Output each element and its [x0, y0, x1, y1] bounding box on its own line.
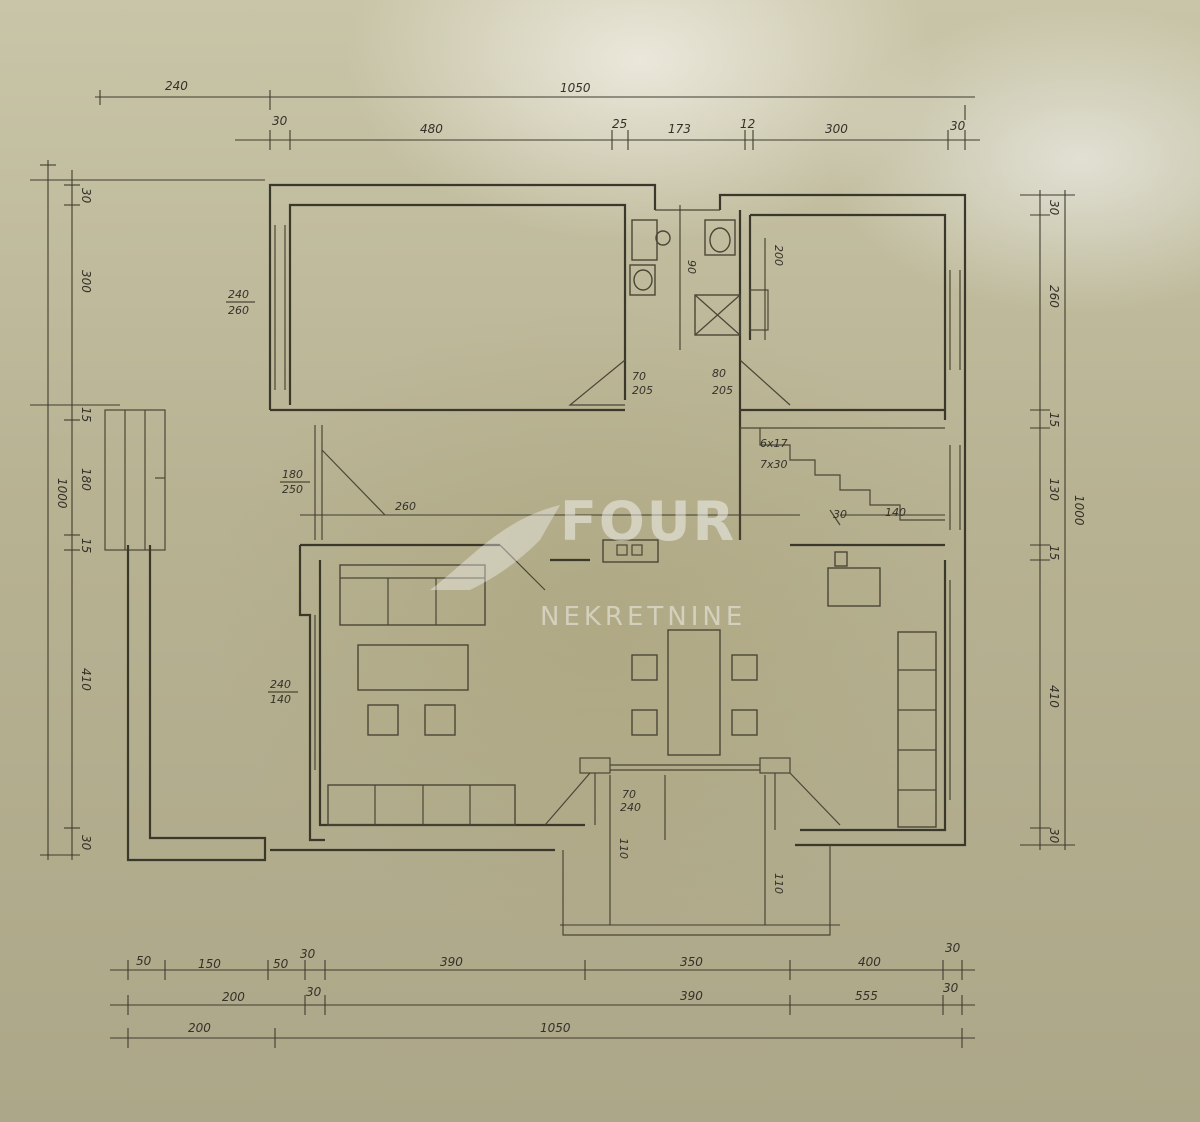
dim-bot-30b: 30: [945, 941, 961, 955]
dim-right-410: 410: [1047, 685, 1061, 708]
top-dimension-labels: 240 1050 30 480 25 173 12 300 30: [165, 79, 966, 136]
dim-top-30a: 30: [272, 114, 288, 128]
door-entry-w: 70: [622, 788, 636, 801]
dim-stair-30: 30: [833, 508, 847, 521]
door-entry-h: 240: [620, 801, 641, 814]
dim-bot-200b: 200: [188, 1021, 211, 1035]
dim-top-25: 25: [612, 117, 627, 131]
watermark: FOUR NEKRETNINE: [430, 490, 746, 632]
stairs-count: 6x17: [760, 437, 788, 450]
dim-right-130: 130: [1047, 478, 1061, 501]
dim-left-15a: 15: [79, 407, 93, 422]
dim-bot-390b: 390: [680, 989, 703, 1003]
dim-hall-260: 260: [395, 500, 416, 513]
dim-top-30b: 30: [950, 119, 966, 133]
living-label-h: 140: [270, 693, 291, 706]
bathroom-fixtures: [629, 219, 769, 336]
dim-top-1050: 1050: [560, 81, 591, 95]
dim-left-300: 300: [79, 270, 93, 293]
dim-bot-150: 150: [198, 957, 221, 971]
dim-bot-400: 400: [858, 955, 881, 969]
watermark-brand: FOUR: [560, 490, 736, 553]
dim-bot-50b: 50: [273, 957, 289, 971]
hall-partition: [314, 425, 386, 540]
dim-bot-50a: 50: [136, 954, 152, 968]
dining-kitchen-furniture: [602, 539, 937, 828]
dim-top-300: 300: [825, 122, 848, 136]
dim-bot-200a: 200: [222, 990, 245, 1004]
bedroom-1-height: 260: [228, 304, 249, 317]
left-dimension-labels: 30 300 15 180 15 410 30 1000: [55, 188, 93, 851]
dim-entry-110-right: 110: [772, 873, 785, 894]
dim-bot-30d: 30: [943, 981, 959, 995]
stairs-size: 7x30: [760, 458, 788, 471]
dim-right-15b: 15: [1047, 545, 1061, 560]
dim-right-1000: 1000: [1072, 495, 1086, 526]
dim-entry-110-left: 110: [617, 838, 630, 859]
dim-left-30a: 30: [79, 188, 93, 204]
dim-stair-140: 140: [885, 506, 906, 519]
stairs-interior: [739, 427, 945, 540]
living-label-w: 240: [270, 678, 291, 691]
dim-bot-350: 350: [680, 955, 703, 969]
bottom-dimension-labels: 50 150 50 30 390 350 400 30 200 30 390 5…: [136, 941, 961, 1035]
dim-bot-30c: 30: [306, 985, 322, 999]
dim-right-260: 260: [1047, 285, 1061, 308]
dim-bot-555: 555: [855, 989, 878, 1003]
right-dimension-labels: 30 260 15 130 15 410 30 1000: [1047, 200, 1086, 844]
windows: [274, 225, 961, 800]
dim-left-15b: 15: [79, 538, 93, 553]
dim-top-12: 12: [740, 117, 755, 131]
stairs-left-exterior: [104, 409, 267, 862]
dim-left-30b: 30: [79, 835, 93, 851]
door-left-w: 70: [632, 370, 646, 383]
dim-top-173: 173: [668, 122, 691, 136]
door-right-h: 205: [712, 384, 733, 397]
dim-right-15a: 15: [1047, 412, 1061, 427]
room-labels: 240 260 180 250 240 140 70 205 80 205 70…: [226, 245, 906, 894]
dim-left-1000: 1000: [55, 478, 69, 509]
living-room-furniture: [327, 564, 516, 826]
bedroom-1-width: 240: [228, 288, 249, 301]
door-right-w: 80: [712, 367, 726, 380]
doors: [499, 359, 841, 826]
dim-right-30a: 30: [1047, 200, 1061, 216]
dimension-lines: [30, 90, 1075, 1048]
dim-bot-30a: 30: [300, 947, 316, 961]
dim-left-180: 180: [79, 468, 93, 491]
dim-top-480: 480: [420, 122, 443, 136]
dim-bot-390a: 390: [440, 955, 463, 969]
dim-top-240: 240: [165, 79, 188, 93]
hall-label-w: 180: [282, 468, 303, 481]
dim-left-410: 410: [79, 668, 93, 691]
watermark-logo-icon: [430, 505, 560, 590]
dim-bot-1050: 1050: [540, 1021, 571, 1035]
hall-label-h: 250: [282, 483, 303, 496]
exterior-walls: [268, 183, 967, 936]
dim-bath-200: 200: [772, 245, 785, 266]
dim-right-30b: 30: [1047, 828, 1061, 844]
door-left-h: 205: [632, 384, 653, 397]
dim-bath-90: 90: [685, 260, 698, 274]
watermark-sub: NEKRETNINE: [540, 602, 746, 632]
